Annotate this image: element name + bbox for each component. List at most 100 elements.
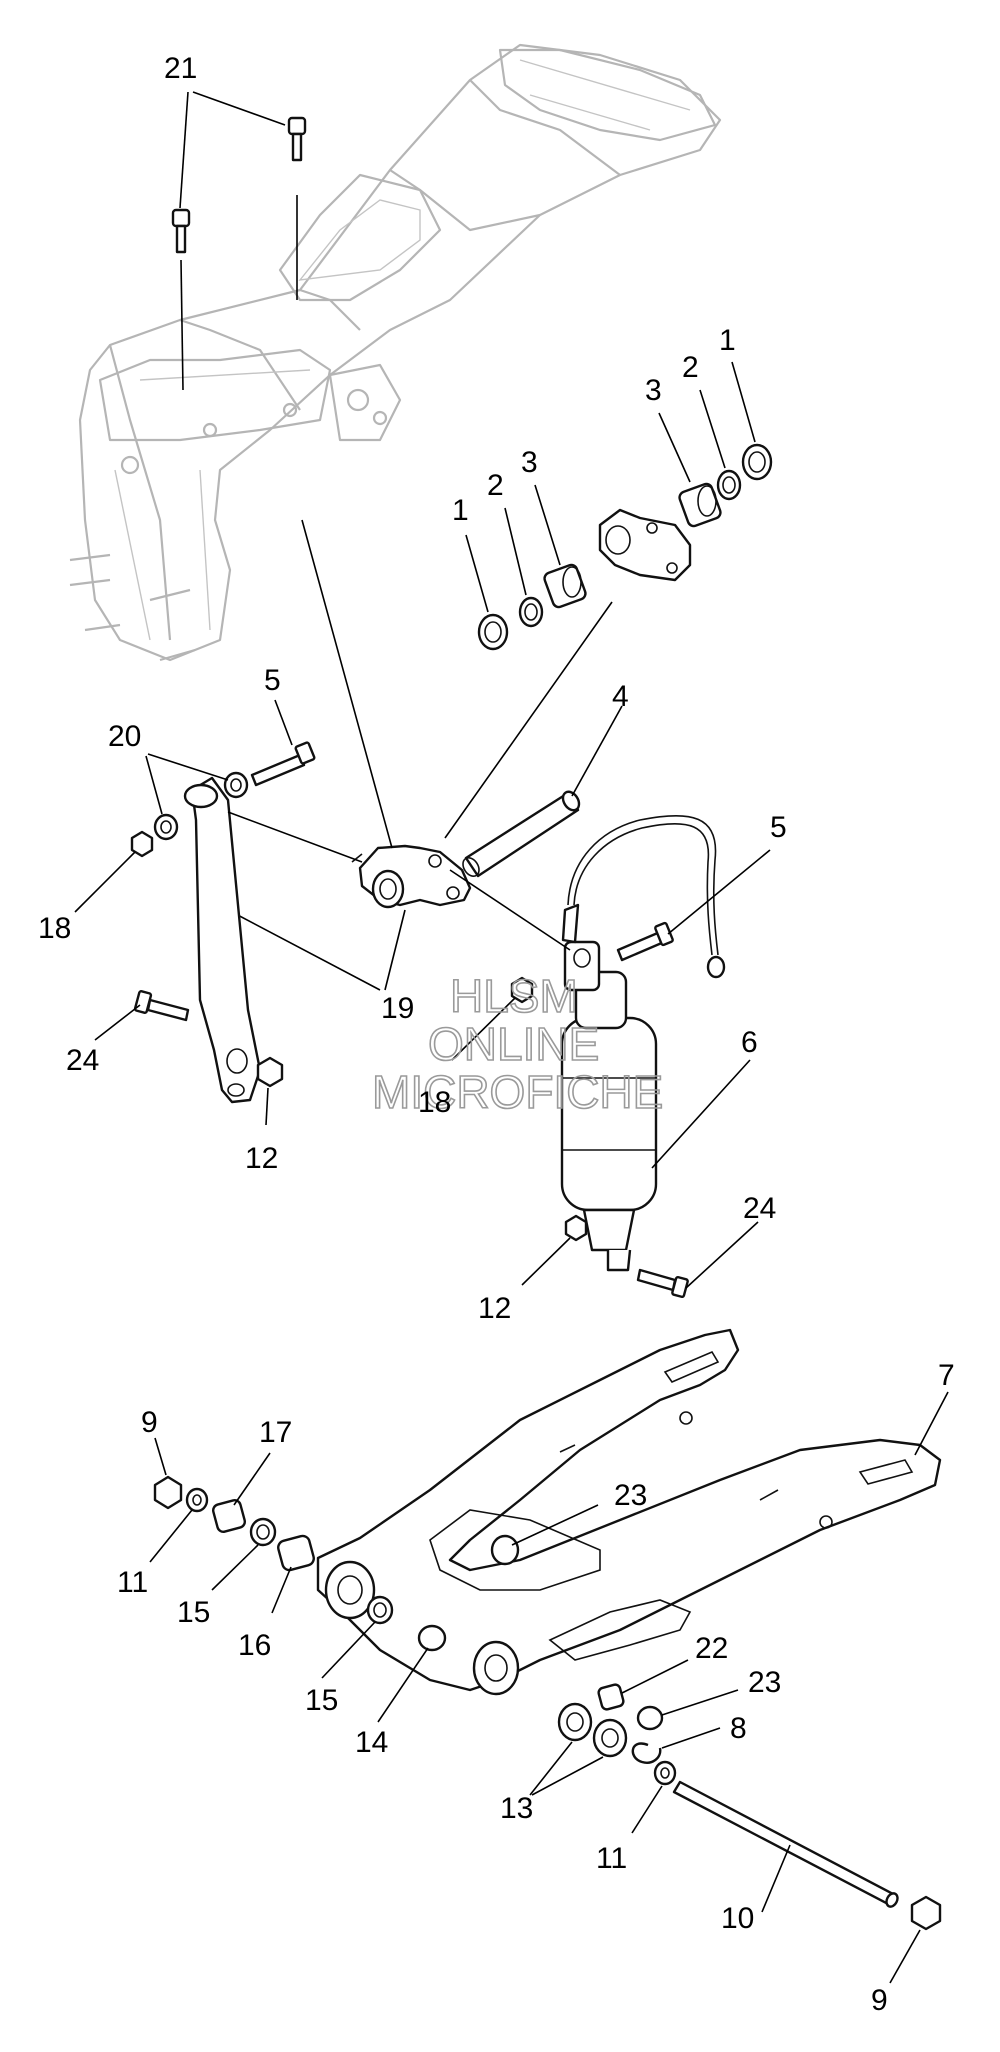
callout-8: 8 bbox=[730, 1712, 747, 1745]
nut-18-shock bbox=[510, 976, 534, 1004]
callout-11-left: 11 bbox=[117, 1566, 148, 1599]
washer-11-left bbox=[185, 1487, 209, 1513]
leader-1-left bbox=[465, 534, 489, 613]
leader-20-a bbox=[147, 753, 229, 781]
callout-22: 22 bbox=[695, 1632, 728, 1665]
bearing-13-b bbox=[592, 1718, 628, 1758]
callout-5-shock: 5 bbox=[770, 811, 787, 844]
circlip-8 bbox=[631, 1742, 662, 1764]
callout-3-right: 3 bbox=[645, 374, 662, 407]
leader-19-b bbox=[231, 911, 381, 991]
leader-4 bbox=[571, 705, 623, 797]
bolt-21-right bbox=[287, 116, 307, 162]
callout-11-right: 11 bbox=[596, 1842, 627, 1875]
collar-22 bbox=[597, 1683, 625, 1711]
callout-23-right: 23 bbox=[748, 1666, 781, 1699]
leader-18-shock bbox=[451, 997, 516, 1061]
callout-7: 7 bbox=[938, 1359, 955, 1392]
callout-labels: 21 1 2 3 1 2 3 5 20 4 5 18 19 24 18 6 12… bbox=[38, 52, 955, 2017]
bushing-seal-1-left bbox=[477, 613, 509, 651]
leader-3-right bbox=[658, 412, 691, 483]
callout-24-shock: 24 bbox=[743, 1192, 776, 1225]
leader-16 bbox=[271, 1566, 292, 1614]
spacer-20-lower bbox=[153, 813, 179, 841]
leader-22 bbox=[621, 1659, 689, 1694]
callout-12-link: 12 bbox=[245, 1142, 278, 1175]
bearing-16 bbox=[277, 1534, 315, 1572]
pivot-axle-10 bbox=[672, 1780, 899, 1908]
swingarm-7 bbox=[316, 1328, 942, 1696]
install-line-shock-rocker bbox=[449, 869, 571, 951]
rear-shock-absorber-6 bbox=[560, 903, 658, 1272]
leader-12-link bbox=[265, 1087, 269, 1126]
leader-20-b bbox=[145, 755, 163, 815]
callout-23-center: 23 bbox=[614, 1479, 647, 1512]
leader-5-shock bbox=[667, 849, 771, 935]
bolt-5-link bbox=[250, 741, 316, 787]
seal-15-left bbox=[249, 1517, 277, 1547]
tie-rod-link bbox=[183, 776, 262, 1104]
callout-21: 21 bbox=[164, 52, 197, 85]
leader-15-inner bbox=[321, 1621, 376, 1679]
callout-1-right: 1 bbox=[719, 324, 736, 357]
leader-24-shock bbox=[685, 1221, 759, 1289]
nut-18-link bbox=[130, 830, 154, 858]
callout-2-left: 2 bbox=[487, 469, 504, 502]
callout-13: 13 bbox=[500, 1792, 533, 1825]
spacer-ring-2-right bbox=[716, 469, 742, 501]
spacer-23-right bbox=[636, 1705, 664, 1731]
rocker-arm-19 bbox=[351, 844, 472, 909]
callout-24-link: 24 bbox=[66, 1044, 99, 1077]
leader-9-left bbox=[154, 1437, 167, 1476]
callout-12-shock: 12 bbox=[478, 1292, 511, 1325]
leader-12-shock bbox=[521, 1237, 571, 1286]
leader-13-a bbox=[529, 1741, 573, 1796]
install-line-19-frame bbox=[301, 519, 393, 849]
nut-9-left bbox=[153, 1475, 183, 1510]
pivot-shaft-4 bbox=[462, 790, 581, 878]
leader-24-link bbox=[94, 1004, 141, 1041]
bearing-3-right bbox=[678, 482, 722, 528]
leader-5-link bbox=[274, 699, 293, 746]
bearing-13-a bbox=[557, 1702, 593, 1742]
nut-12-link bbox=[256, 1056, 284, 1088]
leader-11-left bbox=[149, 1509, 193, 1563]
leader-1-right bbox=[731, 361, 756, 443]
rocker-arm-upper-view bbox=[598, 508, 692, 582]
leader-23-right bbox=[661, 1689, 739, 1716]
bolt-24-link bbox=[133, 990, 190, 1022]
callout-10: 10 bbox=[721, 1902, 754, 1935]
leader-21-left bbox=[179, 91, 189, 209]
collar-14 bbox=[417, 1624, 447, 1652]
leader-2-right bbox=[699, 389, 726, 469]
bolt-5-shock bbox=[616, 921, 674, 962]
leader-7 bbox=[914, 1391, 949, 1456]
callout-9-left: 9 bbox=[141, 1406, 158, 1439]
callout-5-link: 5 bbox=[264, 664, 281, 697]
leader-6 bbox=[651, 1059, 751, 1169]
leader-19-a bbox=[384, 909, 406, 991]
leader-23-center bbox=[511, 1504, 599, 1546]
callout-20: 20 bbox=[108, 720, 141, 753]
install-line-rocker bbox=[444, 601, 613, 839]
collar-17 bbox=[212, 1499, 246, 1533]
leader-10 bbox=[761, 1844, 791, 1913]
nut-9-right bbox=[910, 1895, 942, 1931]
watermark-line-1: HLSM bbox=[450, 970, 578, 1022]
frame-assembly bbox=[69, 43, 722, 662]
bushing-seal-1-right bbox=[741, 443, 773, 481]
bolt-21-left bbox=[171, 208, 191, 254]
callout-14: 14 bbox=[355, 1726, 388, 1759]
callout-15-left: 15 bbox=[177, 1596, 210, 1629]
callout-19: 19 bbox=[381, 992, 414, 1025]
leader-11-right bbox=[631, 1785, 663, 1834]
reservoir-hose bbox=[567, 814, 726, 979]
callout-2-right: 2 bbox=[682, 351, 699, 384]
watermark-line-2: ONLINE bbox=[428, 1018, 599, 1070]
spacer-20-upper bbox=[223, 771, 249, 799]
leader-2-left bbox=[504, 507, 527, 596]
leader-8 bbox=[661, 1727, 721, 1749]
callout-16: 16 bbox=[238, 1629, 271, 1662]
callout-6: 6 bbox=[741, 1026, 758, 1059]
callout-4: 4 bbox=[612, 680, 629, 713]
